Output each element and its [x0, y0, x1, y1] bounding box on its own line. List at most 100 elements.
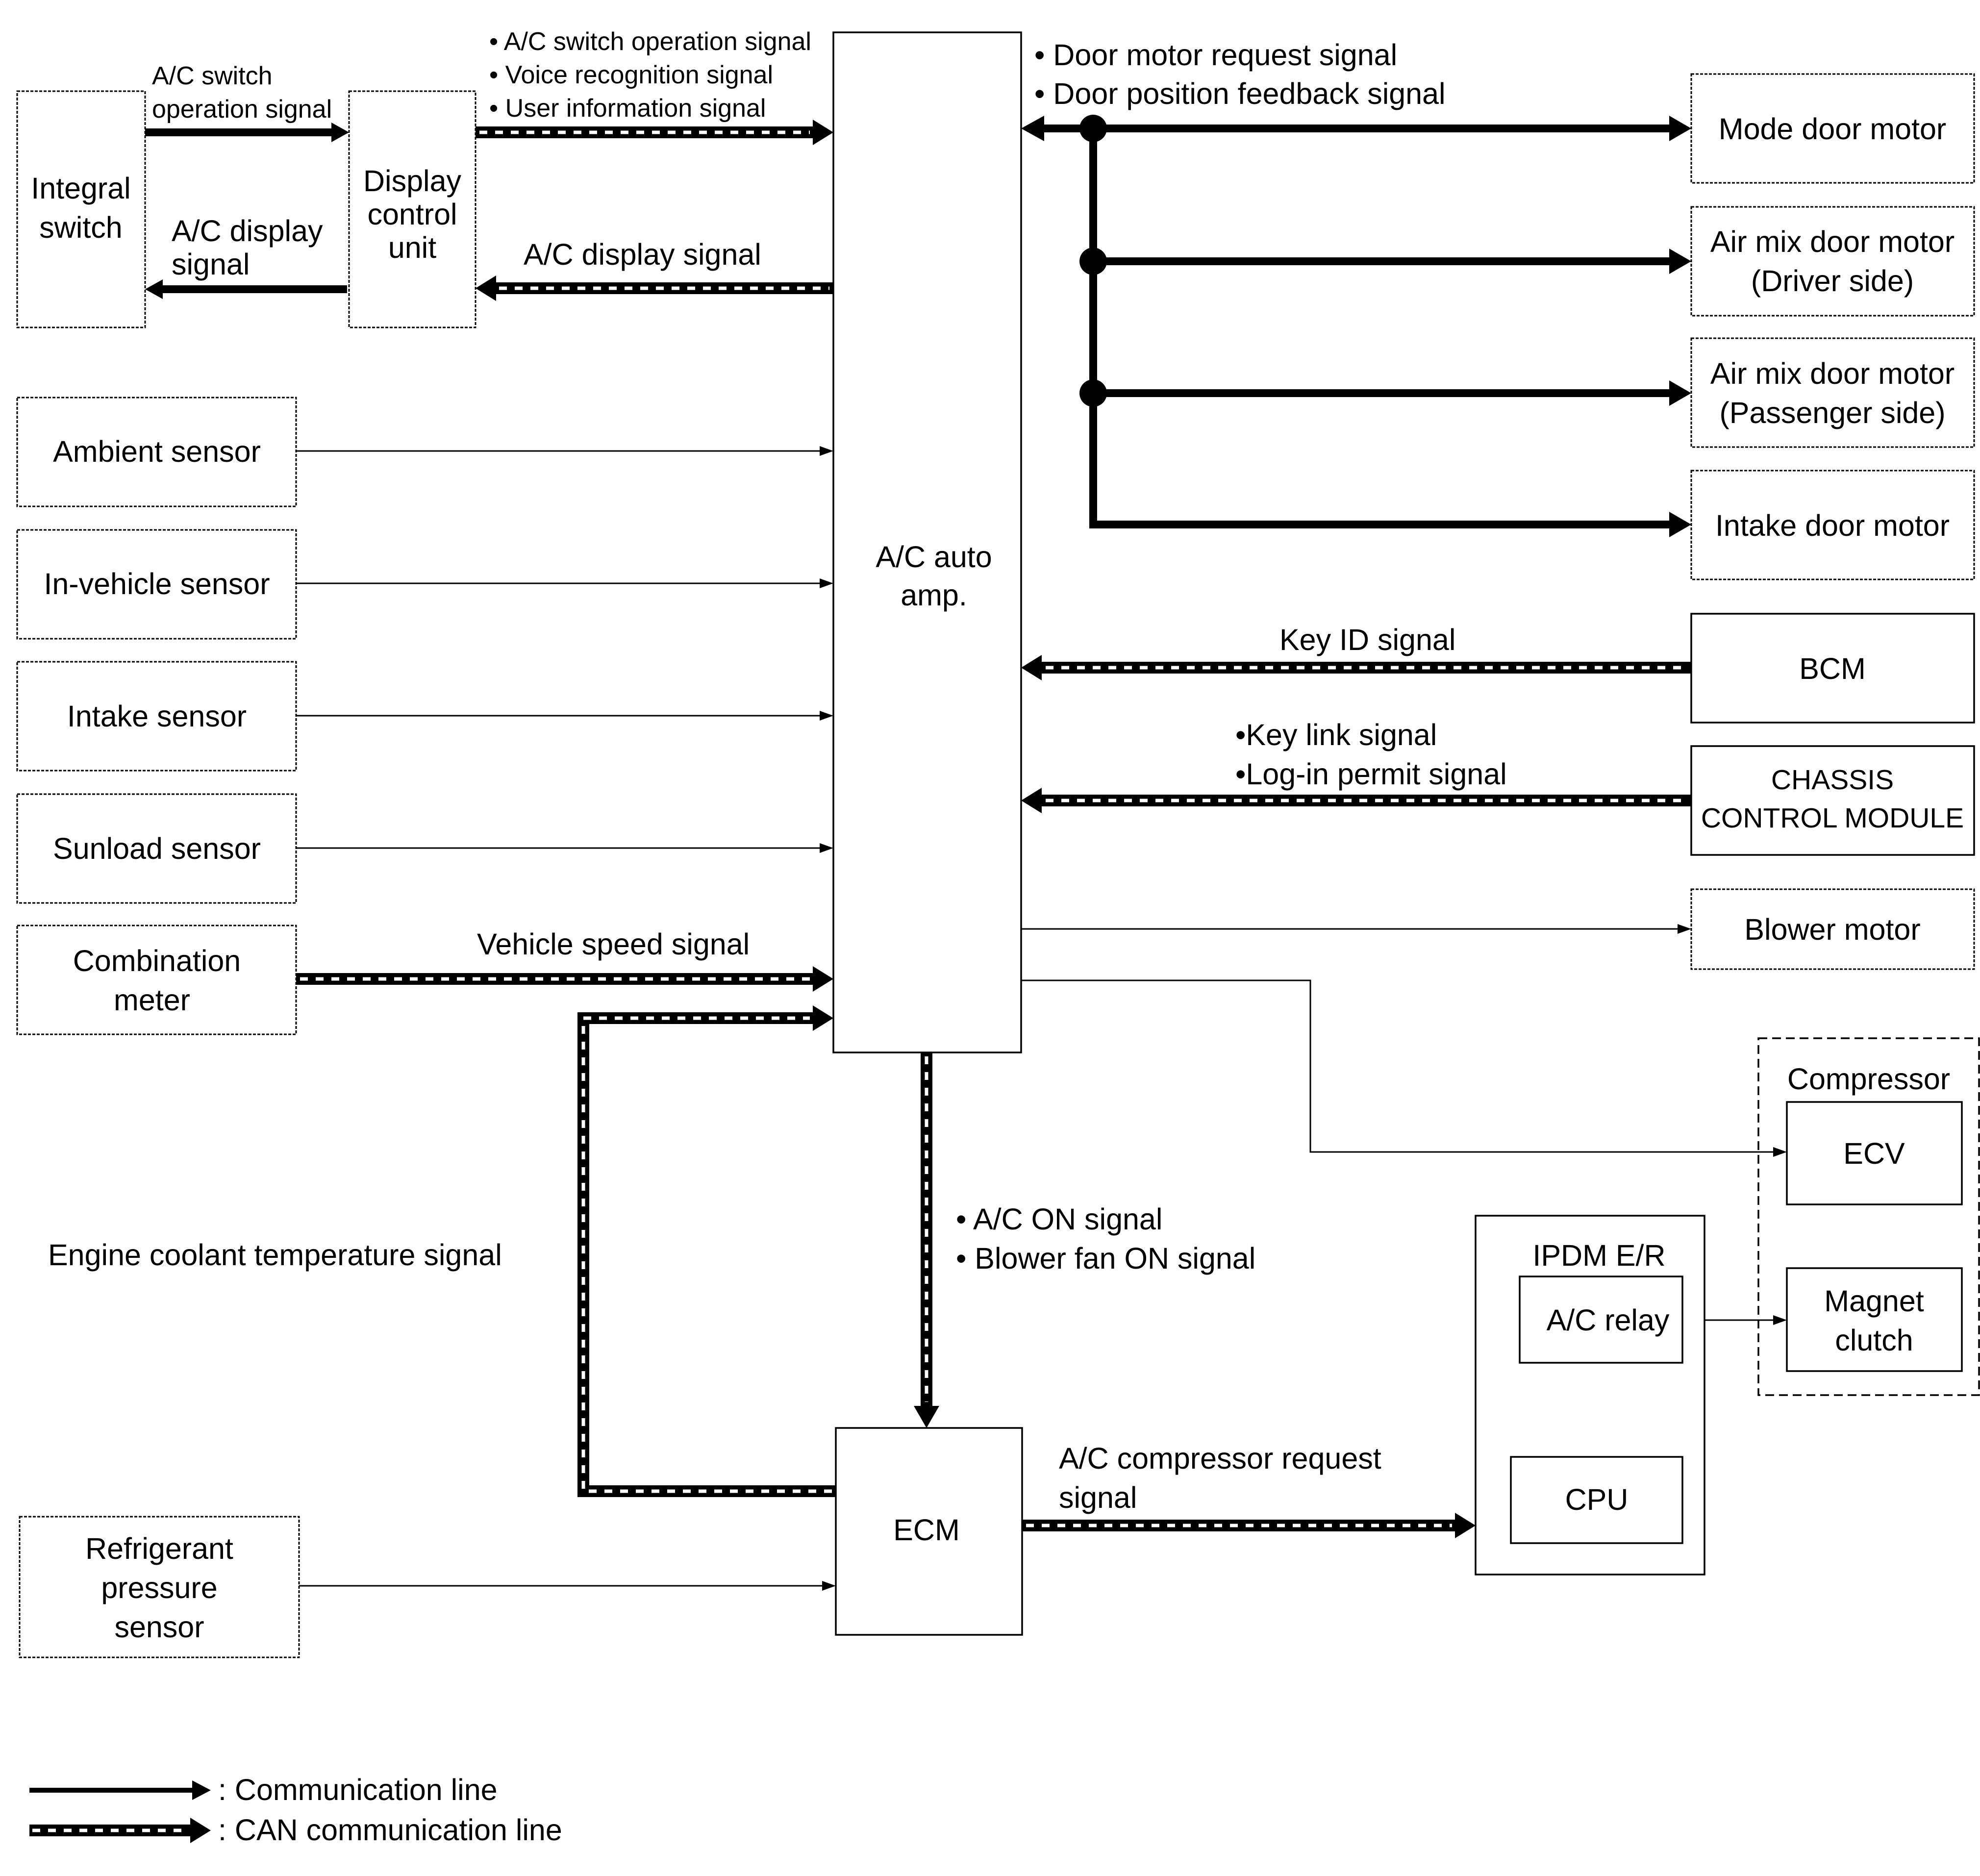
ac-auto-amp-block: A/C auto amp.	[832, 31, 1022, 1053]
dcu-to-amp-arrowhead	[813, 120, 833, 145]
engine-coolant-arrowhead	[813, 1005, 833, 1031]
intake-door-motor-label: Intake door motor	[1715, 509, 1950, 542]
junction-dot	[1079, 248, 1107, 275]
intake-door-motor-block: Intake door motor	[1690, 470, 1975, 580]
air-mix-passenger-label-2: (Passenger side)	[1719, 396, 1945, 429]
magnet-clutch-block: Magnet clutch	[1786, 1267, 1963, 1372]
intake-door-arrowhead	[1669, 512, 1691, 537]
key-id-signal-label: Key ID signal	[1279, 623, 1455, 656]
ambient-sensor-label: Ambient sensor	[53, 435, 261, 468]
blower-motor-label: Blower motor	[1744, 913, 1920, 946]
integral-switch-label-2: switch	[39, 211, 122, 244]
mode-door-motor-block: Mode door motor	[1690, 73, 1975, 184]
ecv-block: ECV	[1786, 1101, 1963, 1205]
signal-text: signal	[1059, 1481, 1137, 1514]
air-mix-passenger-arrowhead	[1669, 380, 1691, 406]
vehicle-speed-arrowhead	[813, 966, 833, 992]
amp-to-dcu-signal-label: A/C display signal	[524, 238, 761, 271]
in-vehicle-sensor-block: In-vehicle sensor	[16, 529, 297, 640]
signal-text: • Voice recognition signal	[489, 61, 773, 89]
sunload-sensor-block: Sunload sensor	[16, 793, 297, 904]
compressor-request-arrowhead	[1455, 1513, 1476, 1538]
combination-meter-label-2: meter	[114, 983, 190, 1017]
air-mix-passenger-label-1: Air mix door motor	[1710, 357, 1955, 390]
signal-text: A/C compressor request	[1059, 1442, 1381, 1475]
refrigerant-sensor-label-1: Refrigerant	[85, 1532, 233, 1565]
compressor-group: Compressor	[1757, 1037, 1980, 1396]
signal-text: • A/C switch operation signal	[489, 27, 811, 56]
amp-to-dcu-arrowhead	[476, 275, 496, 301]
amp-door-arrowhead	[1021, 116, 1044, 141]
ecv-arrowhead	[1773, 1147, 1787, 1157]
ecm-label: ECM	[893, 1513, 960, 1547]
intake-sensor-label: Intake sensor	[67, 700, 247, 733]
vehicle-speed-signal-label: Vehicle speed signal	[477, 927, 750, 961]
legend-communication-arrowhead	[192, 1780, 211, 1800]
combination-meter-label-1: Combination	[73, 944, 241, 977]
combination-meter-block: Combination meter	[16, 925, 297, 1035]
in-vehicle-sensor-label: In-vehicle sensor	[44, 567, 270, 600]
legend: : Communication line : CAN communication…	[29, 1773, 562, 1847]
refrigerant-sensor-label-3: sensor	[114, 1610, 204, 1644]
signal-text: A/C display	[172, 214, 323, 248]
cpu-block: CPU	[1510, 1456, 1683, 1544]
ecm-block: ECM	[835, 1427, 1023, 1636]
integral-switch-label-1: Integral	[31, 172, 130, 205]
legend-can-label: : CAN communication line	[218, 1813, 562, 1847]
mode-door-arrowhead	[1669, 116, 1691, 141]
sunload-sensor-label: Sunload sensor	[53, 832, 261, 865]
display-control-unit-label-3: unit	[388, 231, 436, 264]
refrigerant-pressure-sensor-block: Refrigerant pressure sensor	[19, 1516, 300, 1658]
ipdm-label: IPDM E/R	[1532, 1239, 1665, 1272]
air-mix-passenger-block: Air mix door motor (Passenger side)	[1690, 337, 1975, 448]
junction-dot	[1079, 115, 1107, 142]
chassis-label-1: CHASSIS	[1771, 764, 1894, 796]
in-vehicle-sensor-arrowhead	[820, 578, 833, 588]
ecv-label: ECV	[1843, 1137, 1905, 1170]
air-mix-driver-label-2: (Driver side)	[1751, 264, 1914, 298]
bcm-label: BCM	[1799, 652, 1866, 685]
chassis-label-2: CONTROL MODULE	[1701, 802, 1964, 834]
signal-text: signal	[172, 248, 250, 281]
integral-switch-block: Integral switch	[16, 90, 146, 328]
chassis-signal-label: •Key link signal •Log-in permit signal	[1235, 718, 1507, 791]
ecv-line	[1021, 979, 1777, 1153]
ac-relay-block: A/C relay	[1519, 1276, 1683, 1364]
display-control-unit-label-1: Display	[363, 164, 462, 198]
ac-auto-amp-label-2: amp.	[901, 578, 967, 612]
air-mix-driver-block: Air mix door motor (Driver side)	[1690, 206, 1975, 317]
dcu-to-amp-signal-label: • A/C switch operation signal • Voice re…	[489, 27, 811, 123]
blower-motor-arrowhead	[1678, 924, 1691, 934]
ac-on-arrowhead	[914, 1406, 939, 1428]
signal-text: • Door position feedback signal	[1034, 77, 1446, 110]
sunload-sensor-arrowhead	[820, 843, 833, 853]
chassis-control-module-block: CHASSIS CONTROL MODULE	[1690, 745, 1975, 856]
ac-relay-label: A/C relay	[1547, 1303, 1670, 1337]
engine-coolant-signal-label: Engine coolant temperature signal	[48, 1238, 502, 1272]
signal-text: • Door motor request signal	[1034, 38, 1397, 72]
intake-sensor-arrowhead	[820, 711, 833, 721]
signal-text: operation signal	[152, 95, 332, 124]
switch-to-dcu-signal-label: A/C switch operation signal	[152, 62, 332, 124]
magnet-clutch-label-1: Magnet	[1824, 1284, 1924, 1318]
blower-motor-block: Blower motor	[1690, 888, 1975, 970]
relay-to-clutch-arrowhead	[1773, 1315, 1787, 1325]
signal-text: •Key link signal	[1235, 718, 1437, 751]
signal-text: • User information signal	[489, 94, 766, 123]
mode-door-motor-label: Mode door motor	[1719, 112, 1947, 146]
signal-text: A/C switch	[152, 62, 273, 90]
display-control-unit-block: Display control unit	[348, 90, 476, 328]
legend-communication-label: : Communication line	[218, 1773, 498, 1806]
switch-to-dcu-arrowhead	[331, 123, 349, 142]
junction-dot	[1079, 379, 1107, 407]
air-mix-driver-label-1: Air mix door motor	[1710, 225, 1955, 258]
intake-sensor-block: Intake sensor	[16, 661, 297, 772]
legend-can-arrowhead	[190, 1818, 211, 1843]
refrigerant-sensor-label-2: pressure	[101, 1571, 217, 1604]
dcu-to-switch-signal-label: A/C display signal	[172, 214, 323, 281]
bcm-block: BCM	[1690, 613, 1975, 724]
chassis-arrowhead	[1021, 788, 1042, 813]
engine-coolant-can-line	[577, 1012, 836, 1497]
